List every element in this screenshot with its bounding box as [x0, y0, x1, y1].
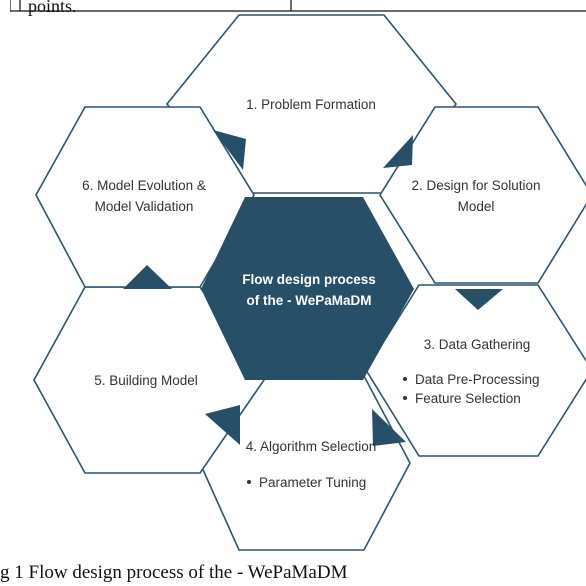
arrow-wedge-3 [455, 289, 503, 310]
arrow-wedge-4 [372, 409, 406, 446]
hexagon-step-2 [379, 106, 586, 284]
step-3-title: 3. Data Gathering [424, 337, 531, 352]
step-5-title: 5. Building Model [94, 373, 198, 388]
arrow-wedge-2 [383, 135, 413, 168]
step-2-title-line-2: Model [458, 199, 495, 214]
top-table-fragment [10, 0, 586, 12]
step-6-title-line-2: Model Validation [95, 199, 194, 214]
step-1-title: 1. Problem Formation [246, 97, 376, 112]
center-hexagon [201, 197, 414, 380]
center-title-line-2: of the - WePaMaDM [246, 293, 371, 308]
step-3-bullet-2: Feature Selection [415, 391, 521, 406]
step-4-bullet-1-dot [247, 480, 251, 484]
step-6-title-line-1: 6. Model Evolution & [82, 178, 206, 193]
figure-caption: g 1 Flow design process of the - WePaMaD… [0, 562, 348, 583]
hexagon-step-6 [35, 106, 255, 288]
center-title-line-1: Flow design process [242, 272, 376, 287]
arrow-wedge-6 [123, 265, 172, 289]
arrow-wedge-5 [205, 405, 240, 445]
arrow-wedge-1 [213, 130, 246, 170]
top-table-text: points. [28, 0, 77, 16]
step-2-title-line-1: 2. Design for Solution [411, 178, 540, 193]
flow-diagram: Flow design process of the - WePaMaDM 1.… [33, 14, 586, 551]
step-3-bullet-1-dot [403, 377, 407, 381]
step-4-bullet-1: Parameter Tuning [259, 475, 366, 490]
step-4-title: 4. Algorithm Selection [246, 439, 377, 454]
step-3-bullet-1: Data Pre-Processing [415, 372, 540, 387]
step-3-bullet-2-dot [403, 396, 407, 400]
